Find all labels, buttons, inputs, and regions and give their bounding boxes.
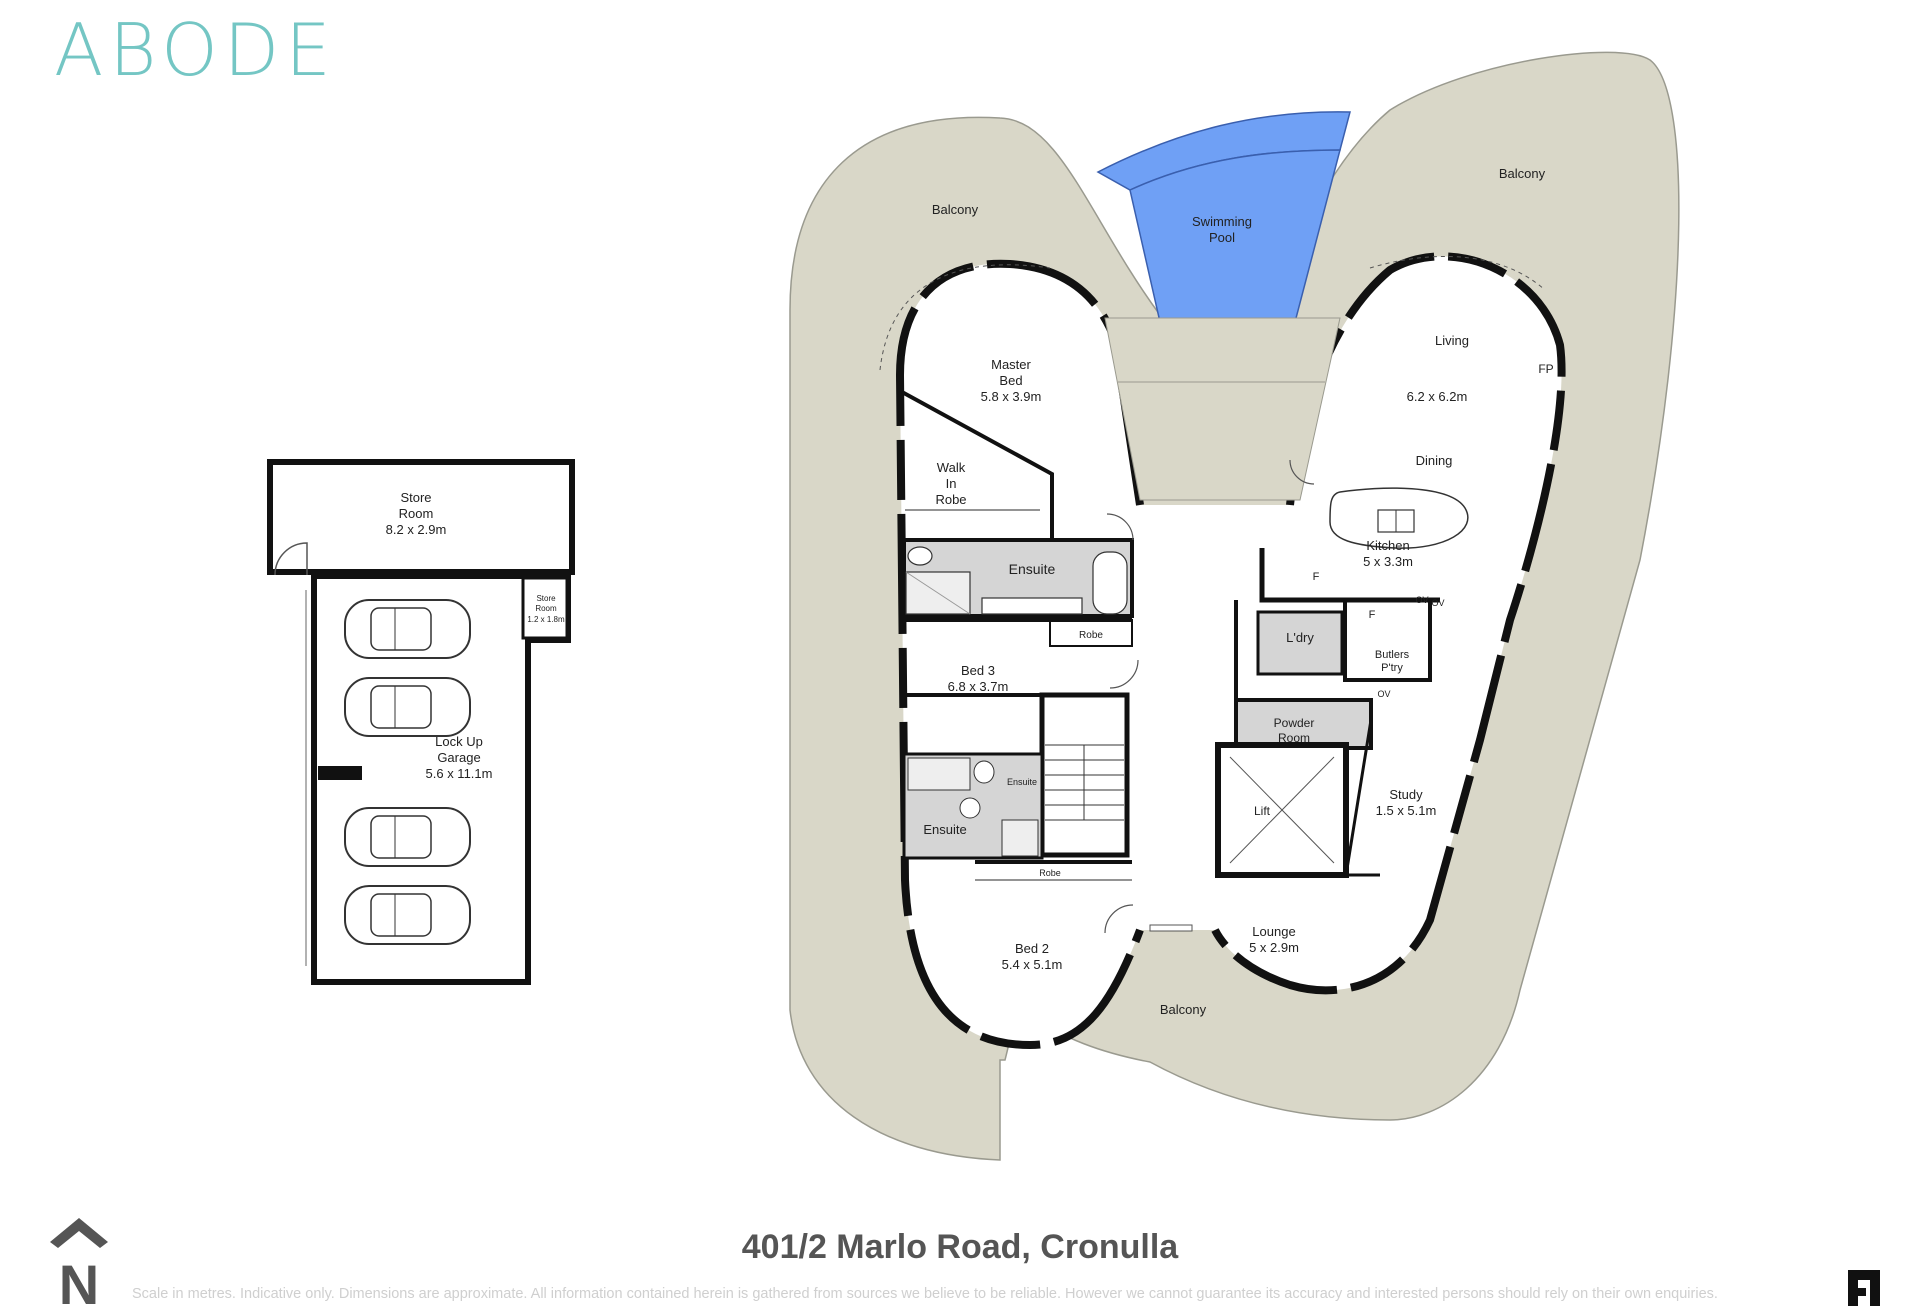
courtyard: [1104, 317, 1341, 501]
eaves-line: [879, 264, 1051, 371]
master-bed-label-1: Master: [991, 357, 1031, 372]
lounge-label: Lounge: [1252, 924, 1295, 939]
lift-cross-b: [1229, 756, 1335, 864]
study-label: Study: [1389, 787, 1423, 802]
bed2-size: 5.4 x 5.1m: [1002, 957, 1063, 972]
bed3-label: Bed 3: [961, 663, 995, 678]
north-letter: N: [59, 1253, 99, 1308]
floorplan-brand-icon: [1848, 1270, 1880, 1306]
store-room-area: [267, 459, 575, 575]
study-wall: [1344, 719, 1380, 877]
ensuite-main-label: Ensuite: [1009, 561, 1056, 577]
powder-room-label-2: Room: [1278, 731, 1310, 745]
disclaimer-text: Scale in metres. Indicative only. Dimens…: [132, 1286, 1718, 1302]
balcony-right-label: Balcony: [1499, 166, 1546, 181]
lounge-size: 5 x 2.9m: [1249, 940, 1299, 955]
property-address: 401/2 Marlo Road, Cronulla: [741, 1228, 1179, 1266]
kitchen-size: 5 x 3.3m: [1363, 554, 1413, 569]
powder-room-label-1: Powder: [1274, 716, 1315, 730]
eaves-line: [1369, 256, 1546, 291]
kitchen-joinery-wall: [1259, 548, 1440, 603]
toilet-main: [907, 546, 933, 566]
ensuite-3-label: Ensuite: [1007, 777, 1037, 787]
kitchen-label: Kitchen: [1366, 538, 1409, 553]
living-wing-wall: [1211, 252, 1566, 995]
fridge-2-label: F: [1369, 609, 1376, 621]
car-icon: [344, 885, 471, 945]
car-icon: [344, 677, 471, 737]
small-store-name-2: Room: [535, 604, 557, 613]
butlers-wall: [1343, 600, 1432, 682]
door-swing: [1289, 459, 1315, 485]
pool-label-2: Pool: [1209, 230, 1235, 245]
stairs: [1045, 744, 1124, 821]
study-size: 1.5 x 5.1m: [1376, 803, 1437, 818]
door-swing: [1109, 659, 1139, 689]
shower-main-cross: [905, 571, 971, 615]
bedroom-wing-wall: [895, 259, 1144, 1050]
pool-label-1: Swimming: [1192, 214, 1252, 229]
living-label: Living: [1435, 333, 1469, 348]
fireplace-label: FP: [1538, 362, 1553, 376]
small-store-size: 1.2 x 1.8m: [527, 615, 565, 624]
car-icon: [344, 807, 471, 867]
walk-in-robe-label-1: Walk: [937, 460, 966, 475]
garage-pillar: [318, 766, 362, 780]
bed3-size: 6.8 x 3.7m: [948, 679, 1009, 694]
oven-3-label: OV: [1377, 689, 1390, 699]
balcony-bottom-label: Balcony: [1160, 1002, 1207, 1017]
store-room-door: [274, 542, 308, 576]
fridge-1-label: F: [1313, 571, 1320, 583]
shower-3: [1001, 819, 1039, 857]
store-room-name-2: Room: [399, 506, 434, 521]
garage-name-2: Garage: [437, 750, 480, 765]
butlers-label-2: P'try: [1381, 662, 1403, 674]
master-bed-label-2: Bed: [999, 373, 1022, 388]
lift-label: Lift: [1254, 804, 1271, 818]
robe-1-label: Robe: [1079, 630, 1103, 641]
living-size: 6.2 x 6.2m: [1407, 389, 1468, 404]
robe-2-label: Robe: [1039, 868, 1061, 878]
garage-plan: Store Room 8.2 x 2.9m Store Room 1.2 x 1…: [267, 459, 575, 985]
oven-1-label: OV: [1415, 595, 1428, 605]
ensuite-2-label: Ensuite: [923, 822, 966, 837]
walk-in-robe-label-2: In: [946, 476, 957, 491]
master-bed-size: 5.8 x 3.9m: [981, 389, 1042, 404]
laundry-label: L'dry: [1286, 630, 1314, 645]
bed2-label: Bed 2: [1015, 941, 1049, 956]
door-swing: [1104, 904, 1134, 934]
car-icon: [344, 599, 471, 659]
walk-in-robe-label-3: Robe: [935, 492, 966, 507]
bathtub: [1092, 551, 1128, 615]
small-store-name-1: Store: [536, 594, 556, 603]
brand-logo: ABODE: [54, 8, 337, 92]
oven-2-label: OV: [1431, 598, 1444, 608]
sliding-door: [1149, 924, 1193, 932]
toilet-3: [959, 797, 981, 819]
garage-name-1: Lock Up: [435, 734, 483, 749]
walk-in-robe-wall: [901, 390, 1054, 540]
dining-label: Dining: [1416, 453, 1453, 468]
unit-plan: Balcony Balcony Balcony Swimming Pool Ma…: [789, 51, 1680, 1161]
butlers-label-1: Butlers: [1375, 649, 1410, 661]
balcony-left-label: Balcony: [932, 202, 979, 217]
store-room-name-1: Store: [400, 490, 431, 505]
toilet-2: [973, 760, 995, 784]
shower-2: [907, 757, 971, 791]
garage-size: 5.6 x 11.1m: [426, 766, 493, 781]
store-room-size: 8.2 x 2.9m: [386, 522, 447, 537]
laundry-area: [1256, 610, 1344, 676]
north-arrow-icon: N: [50, 1218, 108, 1308]
vanity-main: [981, 597, 1083, 615]
small-store-room-area: [521, 576, 569, 640]
door-swing: [1106, 513, 1134, 541]
swimming-pool-main: [1129, 149, 1341, 323]
